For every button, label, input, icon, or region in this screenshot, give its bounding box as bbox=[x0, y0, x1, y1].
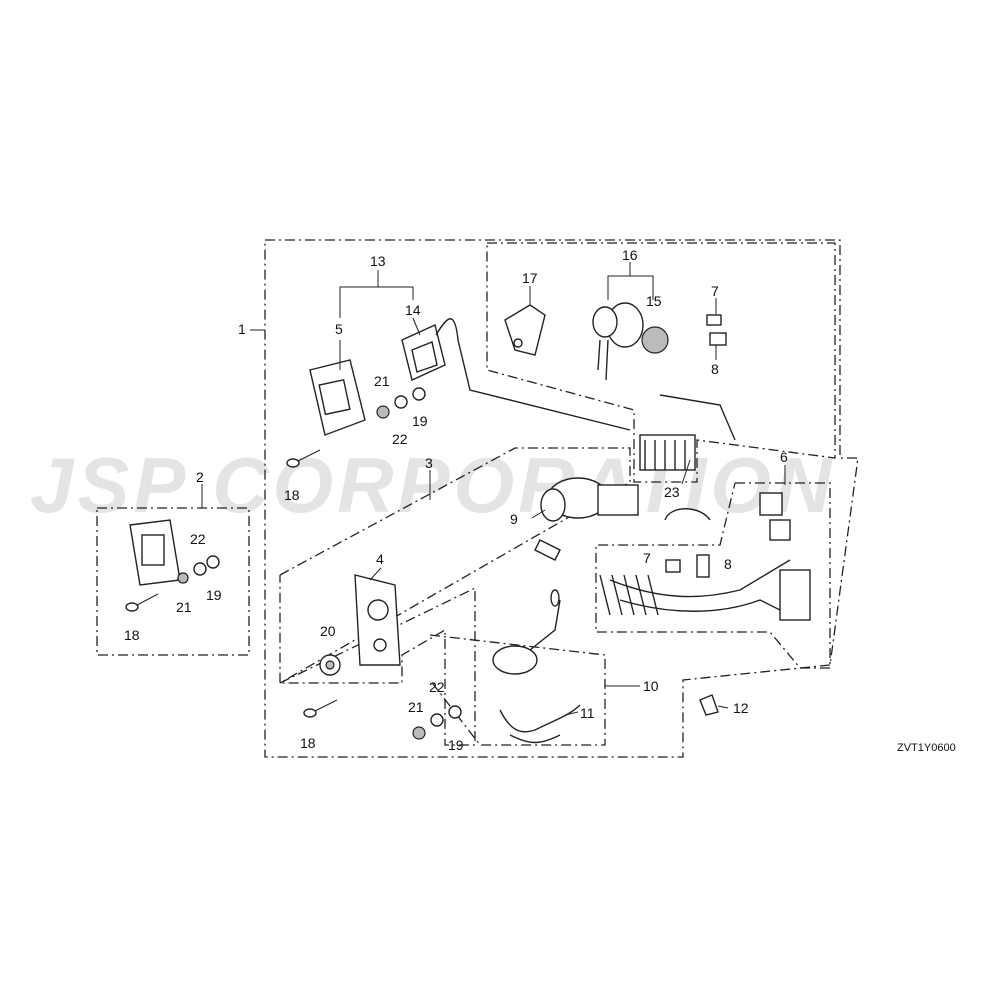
callout-19-upper: 19 bbox=[412, 413, 428, 429]
callout-21-lower: 21 bbox=[408, 699, 424, 715]
nut-21-upper bbox=[376, 405, 390, 419]
sensor-16 bbox=[592, 302, 644, 381]
clip-12 bbox=[699, 694, 719, 716]
collar-22-upper bbox=[394, 395, 408, 409]
sub-boundary-upper bbox=[486, 242, 836, 483]
harness-6 bbox=[599, 492, 811, 621]
callout-7-upper: 7 bbox=[711, 283, 719, 299]
sub-boundary-4 bbox=[279, 586, 476, 746]
stop-switch-10 bbox=[492, 589, 561, 675]
callout-4: 4 bbox=[376, 551, 384, 567]
collar-8-lower bbox=[696, 554, 710, 578]
connector-cluster-23 bbox=[639, 434, 711, 521]
callout-11: 11 bbox=[580, 705, 595, 721]
callout-18-left: 18 bbox=[124, 627, 140, 643]
nut-21-lower bbox=[412, 726, 426, 740]
callouts: 1 2 3 4 5 6 7 7 8 8 9 10 11 12 13 14 15 … bbox=[124, 247, 788, 753]
screw-18-left bbox=[125, 593, 159, 612]
callout-22-left: 22 bbox=[190, 531, 206, 547]
bracket-17 bbox=[504, 304, 546, 356]
callout-10: 10 bbox=[643, 678, 659, 694]
ignition-switch-9 bbox=[534, 477, 639, 561]
callout-21-upper: 21 bbox=[374, 373, 390, 389]
collar-8-upper bbox=[709, 332, 727, 346]
callout-19-lower: 19 bbox=[448, 737, 464, 753]
callout-2: 2 bbox=[196, 469, 204, 485]
callout-16: 16 bbox=[622, 247, 638, 263]
callout-19-left: 19 bbox=[206, 587, 222, 603]
nut-20 bbox=[319, 654, 341, 676]
panel-plate-4 bbox=[354, 574, 401, 666]
callout-23: 23 bbox=[664, 484, 680, 500]
callout-6: 6 bbox=[780, 449, 788, 465]
assembly-boundary-1 bbox=[264, 239, 859, 758]
screw-18-upper bbox=[286, 449, 321, 468]
wire-upper-right bbox=[659, 394, 736, 441]
collar-22-lower bbox=[430, 713, 444, 727]
assembly-boundary-2 bbox=[96, 507, 250, 656]
callout-21-left: 21 bbox=[176, 599, 192, 615]
switch-plate-2 bbox=[129, 519, 181, 586]
callout-13: 13 bbox=[370, 253, 386, 269]
lanyard-11 bbox=[499, 704, 581, 744]
grommet-19-lower bbox=[448, 705, 462, 719]
leader-lines bbox=[201, 262, 786, 716]
disc-15 bbox=[641, 326, 669, 354]
sub-boundary-10 bbox=[429, 634, 606, 746]
callout-17: 17 bbox=[522, 270, 538, 286]
callout-8-lower: 8 bbox=[724, 556, 732, 572]
sub-boundary-3 bbox=[279, 447, 631, 685]
callout-9: 9 bbox=[510, 511, 518, 527]
screw-18-lower bbox=[303, 699, 338, 718]
switch-14 bbox=[401, 318, 631, 431]
callout-7-lower: 7 bbox=[643, 550, 651, 566]
bolt-7-upper bbox=[706, 314, 722, 326]
grommet-19-left bbox=[206, 555, 220, 569]
sub-boundary-harness bbox=[595, 482, 831, 669]
nut-21-left bbox=[177, 572, 189, 584]
switch-plate-5 bbox=[309, 359, 366, 436]
callout-1: 1 bbox=[238, 321, 246, 337]
callout-18-lower: 18 bbox=[300, 735, 316, 751]
callout-8-upper: 8 bbox=[711, 361, 719, 377]
callout-18-upper: 18 bbox=[284, 487, 300, 503]
drawing-code: ZVT1Y0600 bbox=[897, 742, 956, 754]
callout-22-lower: 22 bbox=[429, 679, 445, 695]
callout-3: 3 bbox=[425, 455, 433, 471]
callout-5: 5 bbox=[335, 321, 343, 337]
callout-15: 15 bbox=[646, 293, 662, 309]
callout-20: 20 bbox=[320, 623, 336, 639]
grommet-19-upper bbox=[412, 387, 426, 401]
bolt-7-lower bbox=[665, 559, 681, 573]
callout-12: 12 bbox=[733, 700, 749, 716]
callout-14: 14 bbox=[405, 302, 421, 318]
callout-22-upper: 22 bbox=[392, 431, 408, 447]
collar-22-left bbox=[193, 562, 207, 576]
